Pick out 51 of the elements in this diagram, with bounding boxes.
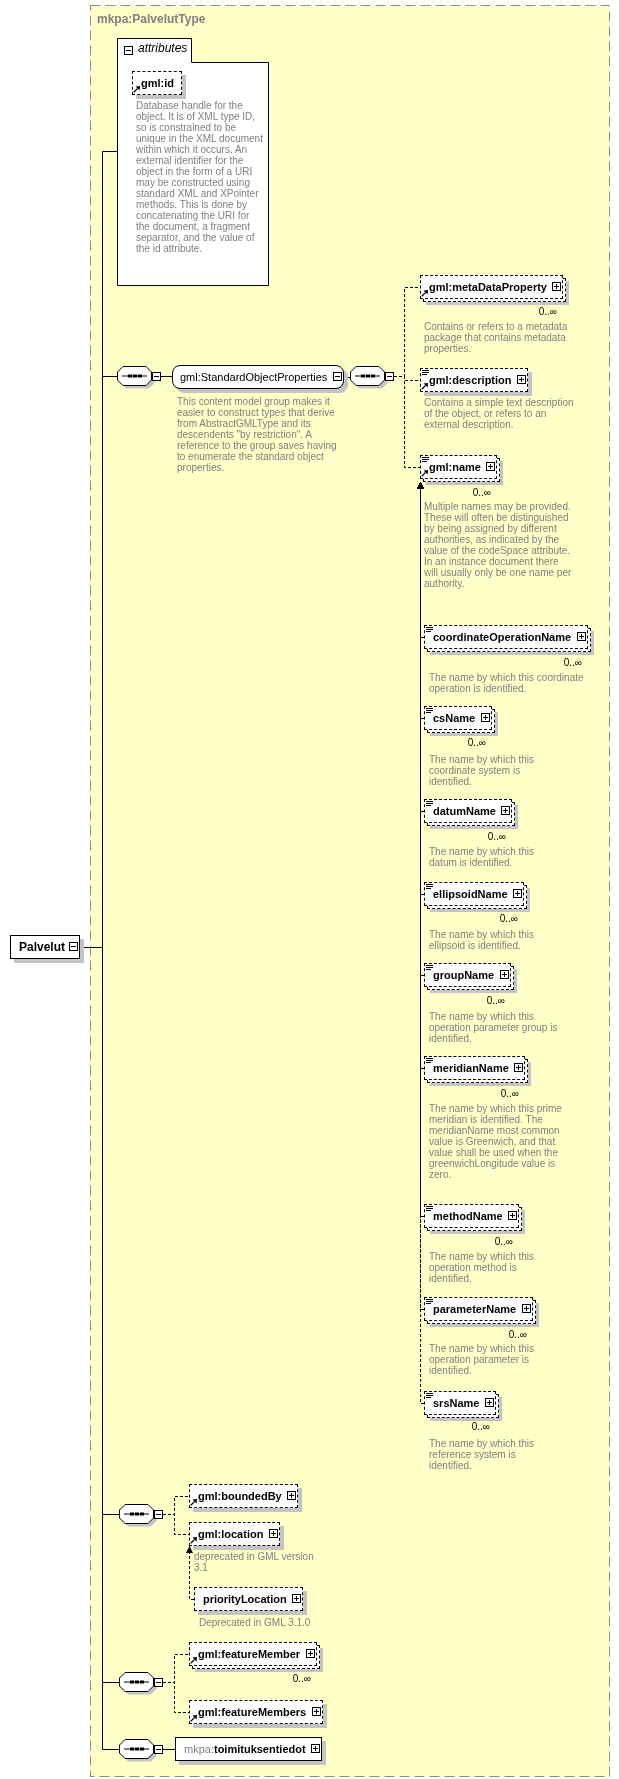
element-name: mkpa:toimituksentiedot [184, 1743, 306, 1755]
multiplicity-label: 0..∞ [563, 657, 582, 669]
element-name: methodName [433, 1210, 503, 1222]
group-name: gml:StandardObjectProperties [180, 371, 328, 383]
description-text: Multiple names may be provided. These will often be distinguished by being assigned by different authorities, as indicated by the value of the codeSpace attribute. In an instance document there will usually only be one name per authority. [424, 501, 573, 589]
element-name: parameterName [433, 1303, 517, 1315]
multiplicity-label: 0..∞ [499, 913, 518, 925]
type-name: mkpa:PalvelutType [97, 12, 206, 26]
element-name: gml:metaDataProperty [429, 281, 547, 293]
element-name: groupName [433, 969, 495, 981]
description-text: Contains or refers to a metadata package that contains metadata properties. [424, 321, 569, 354]
element-name: gml:id [141, 77, 174, 89]
multiplicity-label: 0..∞ [472, 487, 491, 499]
element-name: ellipsoidName [433, 888, 508, 900]
element-name: csName [433, 712, 476, 724]
description-text: Database handle for the object. It is of XML type ID, so is constrained to be unique in the XML document within which it occurs. An external identifier for the object in the form of a URI may be constructed using standard XML and XPointer methods. This is done by concatenating the URI for the document, a fragment separator, and the value of the id attribute. [136, 100, 264, 254]
element-name: gml:description [429, 374, 512, 386]
multiplicity-label: 0..∞ [486, 995, 505, 1007]
element-name: priorityLocation [203, 1593, 287, 1605]
description-text: The name by which this prime meridian is identified. The meridianName most common value is Greenwich, and that value shall be used when the greenwichLongitude value is zero. [429, 1103, 563, 1180]
multiplicity-label: 0..∞ [538, 306, 557, 318]
description-text: Contains a simple text description of the object, or refers to an external description. [424, 397, 575, 430]
description-text: The name by which this operation parameter is identified. [429, 1343, 536, 1376]
multiplicity-label: 0..∞ [487, 831, 506, 843]
element-name: Palvelut [19, 940, 66, 954]
description-text: Deprecated in GML 3.1.0 [199, 1617, 312, 1628]
multiplicity-label: 0..∞ [292, 1673, 311, 1685]
element-name: coordinateOperationName [433, 631, 572, 643]
description-text: The name by which this coordinate operation is identified. [429, 672, 585, 694]
element-name: datumName [433, 805, 496, 817]
element-name: gml:featureMembers [198, 1706, 307, 1718]
multiplicity-label: 0..∞ [471, 1421, 490, 1433]
description-text: The name by which this reference system is identified. [429, 1438, 536, 1471]
multiplicity-label: 0..∞ [494, 1236, 513, 1248]
element-name: srsName [433, 1397, 480, 1409]
multiplicity-label: 0..∞ [500, 1088, 519, 1100]
multiplicity-label: 0..∞ [467, 737, 486, 749]
element-name: gml:name [429, 461, 481, 473]
element-name: gml:location [198, 1528, 264, 1540]
multiplicity-label: 0..∞ [508, 1329, 527, 1341]
description-text: The name by which this operation parameter group is identified. [429, 1011, 559, 1044]
element-name: gml:featureMember [198, 1648, 301, 1660]
element-name: gml:boundedBy [198, 1490, 282, 1502]
description-text: The name by which this datum is identified. [429, 846, 536, 868]
description-text: This content model group makes it easier to construct types that derive from AbstractGMLType and its descendents "by restriction". A reference to the group saves having to enumerate the standard object properties. [177, 396, 338, 473]
description-text: The name by which this ellipsoid is identified. [429, 929, 536, 951]
description-text: The name by which this operation method is identified. [429, 1251, 536, 1284]
panel-heading: attributes [138, 41, 188, 55]
element-name: meridianName [433, 1062, 509, 1074]
description-text: deprecated in GML version 3.1 [194, 1551, 315, 1573]
description-text: The name by which this coordinate system is identified. [429, 754, 536, 787]
